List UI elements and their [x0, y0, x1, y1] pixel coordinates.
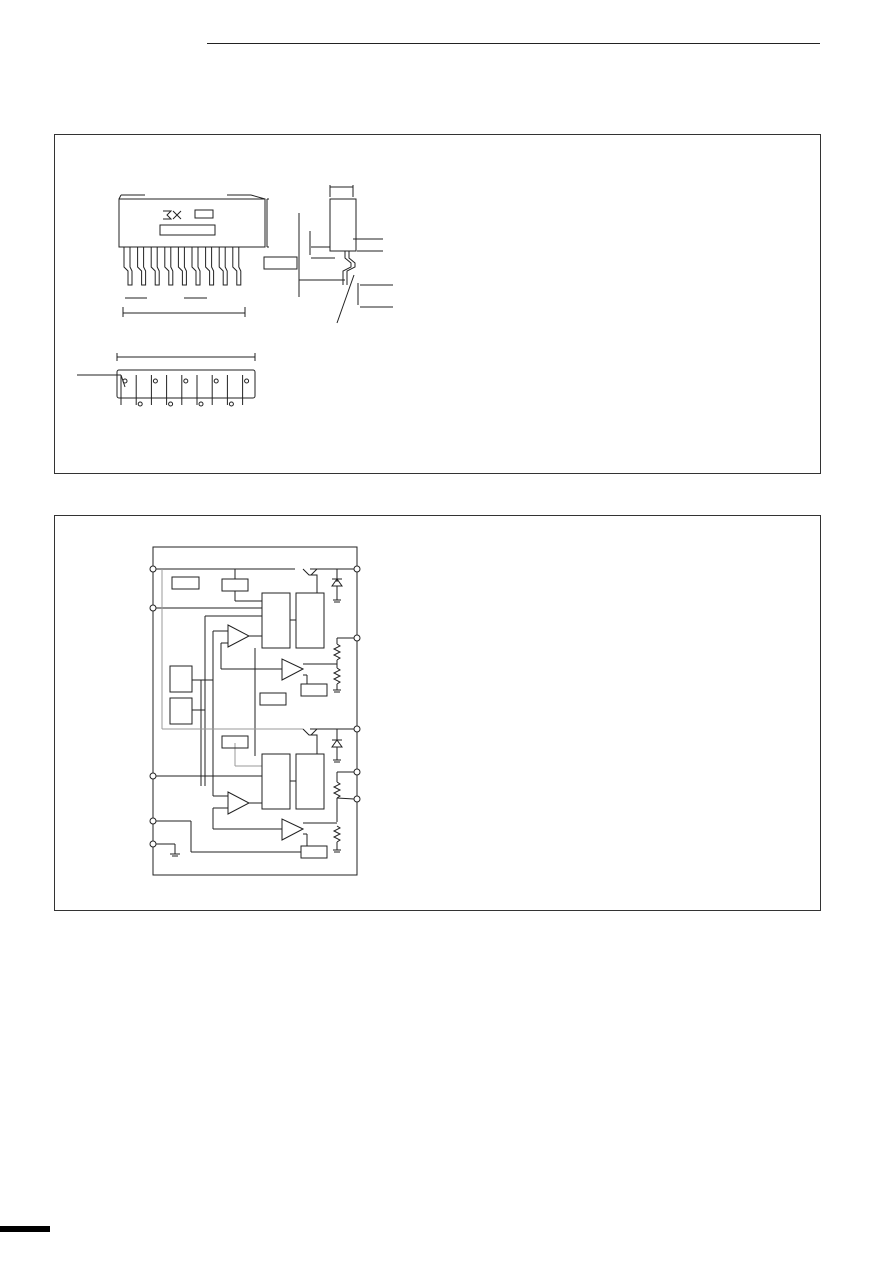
transistor-icon	[302, 728, 318, 754]
bottom-pin-pad	[213, 378, 219, 384]
bottom-pin-pad	[244, 378, 250, 384]
package-outline-drawing	[77, 185, 393, 407]
bottom-pin-pad	[152, 378, 158, 384]
ground-icon	[156, 843, 180, 857]
diode-icon	[331, 569, 343, 603]
op-amp-icon	[281, 818, 337, 859]
oscillator-block	[221, 578, 249, 592]
protection-block	[259, 692, 287, 706]
package-side-view	[263, 185, 393, 324]
logic-block-2	[261, 753, 291, 810]
bottom-pin-pad	[137, 401, 143, 407]
oscillator-block-2	[221, 735, 249, 749]
block-diagram	[149, 546, 361, 876]
package-pin	[232, 247, 242, 286]
package-pin	[123, 247, 133, 286]
transistor-icon	[302, 568, 318, 593]
sk-logo-icon	[159, 209, 216, 236]
pin-pitch-dimension	[122, 297, 246, 317]
package-pin	[164, 247, 174, 286]
outline-drawing-panel	[54, 134, 821, 474]
bottom-pin-pad	[122, 378, 128, 384]
bottom-pin-pad	[183, 378, 189, 384]
package-pin	[137, 247, 147, 286]
reference-block	[171, 576, 200, 590]
bottom-pin-pad	[198, 401, 204, 407]
driver-block-2	[295, 753, 325, 810]
package-bottom-view	[77, 353, 256, 407]
package-pin	[150, 247, 160, 286]
header-rule	[207, 43, 820, 44]
package-pin	[218, 247, 228, 286]
bottom-view-pins	[120, 375, 250, 407]
feedback-lines	[161, 569, 303, 767]
shared-blocks	[169, 615, 262, 786]
block-diagram-panel	[54, 515, 821, 911]
driver-block-1	[295, 592, 325, 649]
channel-1	[156, 568, 354, 796]
package-pin	[177, 247, 187, 286]
op-amp-icon	[221, 658, 337, 697]
resistor-icon	[332, 637, 354, 693]
op-amp-icon	[212, 791, 282, 830]
footer-bar	[0, 1226, 50, 1232]
logic-block-1	[261, 592, 291, 649]
bottom-pin-pad	[228, 401, 234, 407]
front-view-pins	[123, 247, 242, 286]
op-amp-icon	[212, 624, 262, 796]
package-pin	[191, 247, 201, 286]
resistor-icon	[332, 771, 355, 853]
bottom-pin-pad	[168, 401, 174, 407]
diode-icon	[331, 729, 343, 763]
package-pin	[205, 247, 215, 286]
channel-2	[156, 728, 355, 859]
package-front-view	[118, 194, 269, 248]
